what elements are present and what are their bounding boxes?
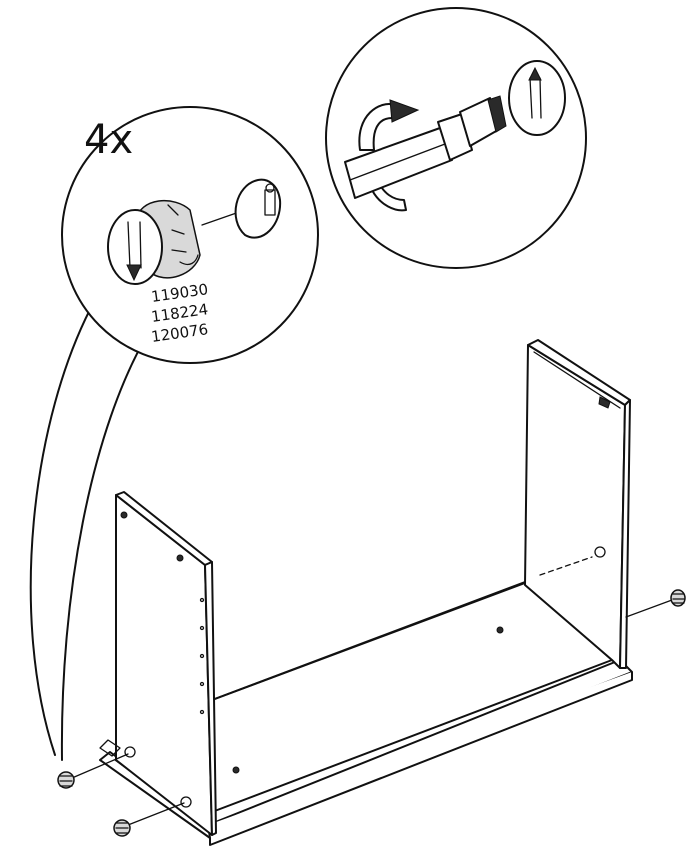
- left-side-panel: [99, 491, 217, 836]
- screwdriver-icon: [344, 95, 507, 199]
- screwdriver-callout: [325, 7, 587, 269]
- callout-leader-line: [29, 299, 96, 756]
- right-side-panel: [524, 339, 631, 669]
- cam-lock-callout: 4x 119030 118224 120076: [29, 106, 319, 761]
- rotate-arrow-icon: [358, 99, 420, 212]
- furniture-frame: [57, 339, 686, 846]
- cam-lock-bottom-left-2: [113, 802, 185, 837]
- cam-lock-face-icon: [508, 60, 566, 136]
- cam-lock-right: [625, 589, 686, 618]
- cam-lock-icon: [107, 199, 201, 285]
- callout-leader-line-2: [60, 329, 151, 761]
- cam-lock-bottom-left-1: [57, 753, 129, 789]
- quantity-label: 4x: [84, 117, 133, 163]
- cam-hole-icon: [234, 178, 282, 239]
